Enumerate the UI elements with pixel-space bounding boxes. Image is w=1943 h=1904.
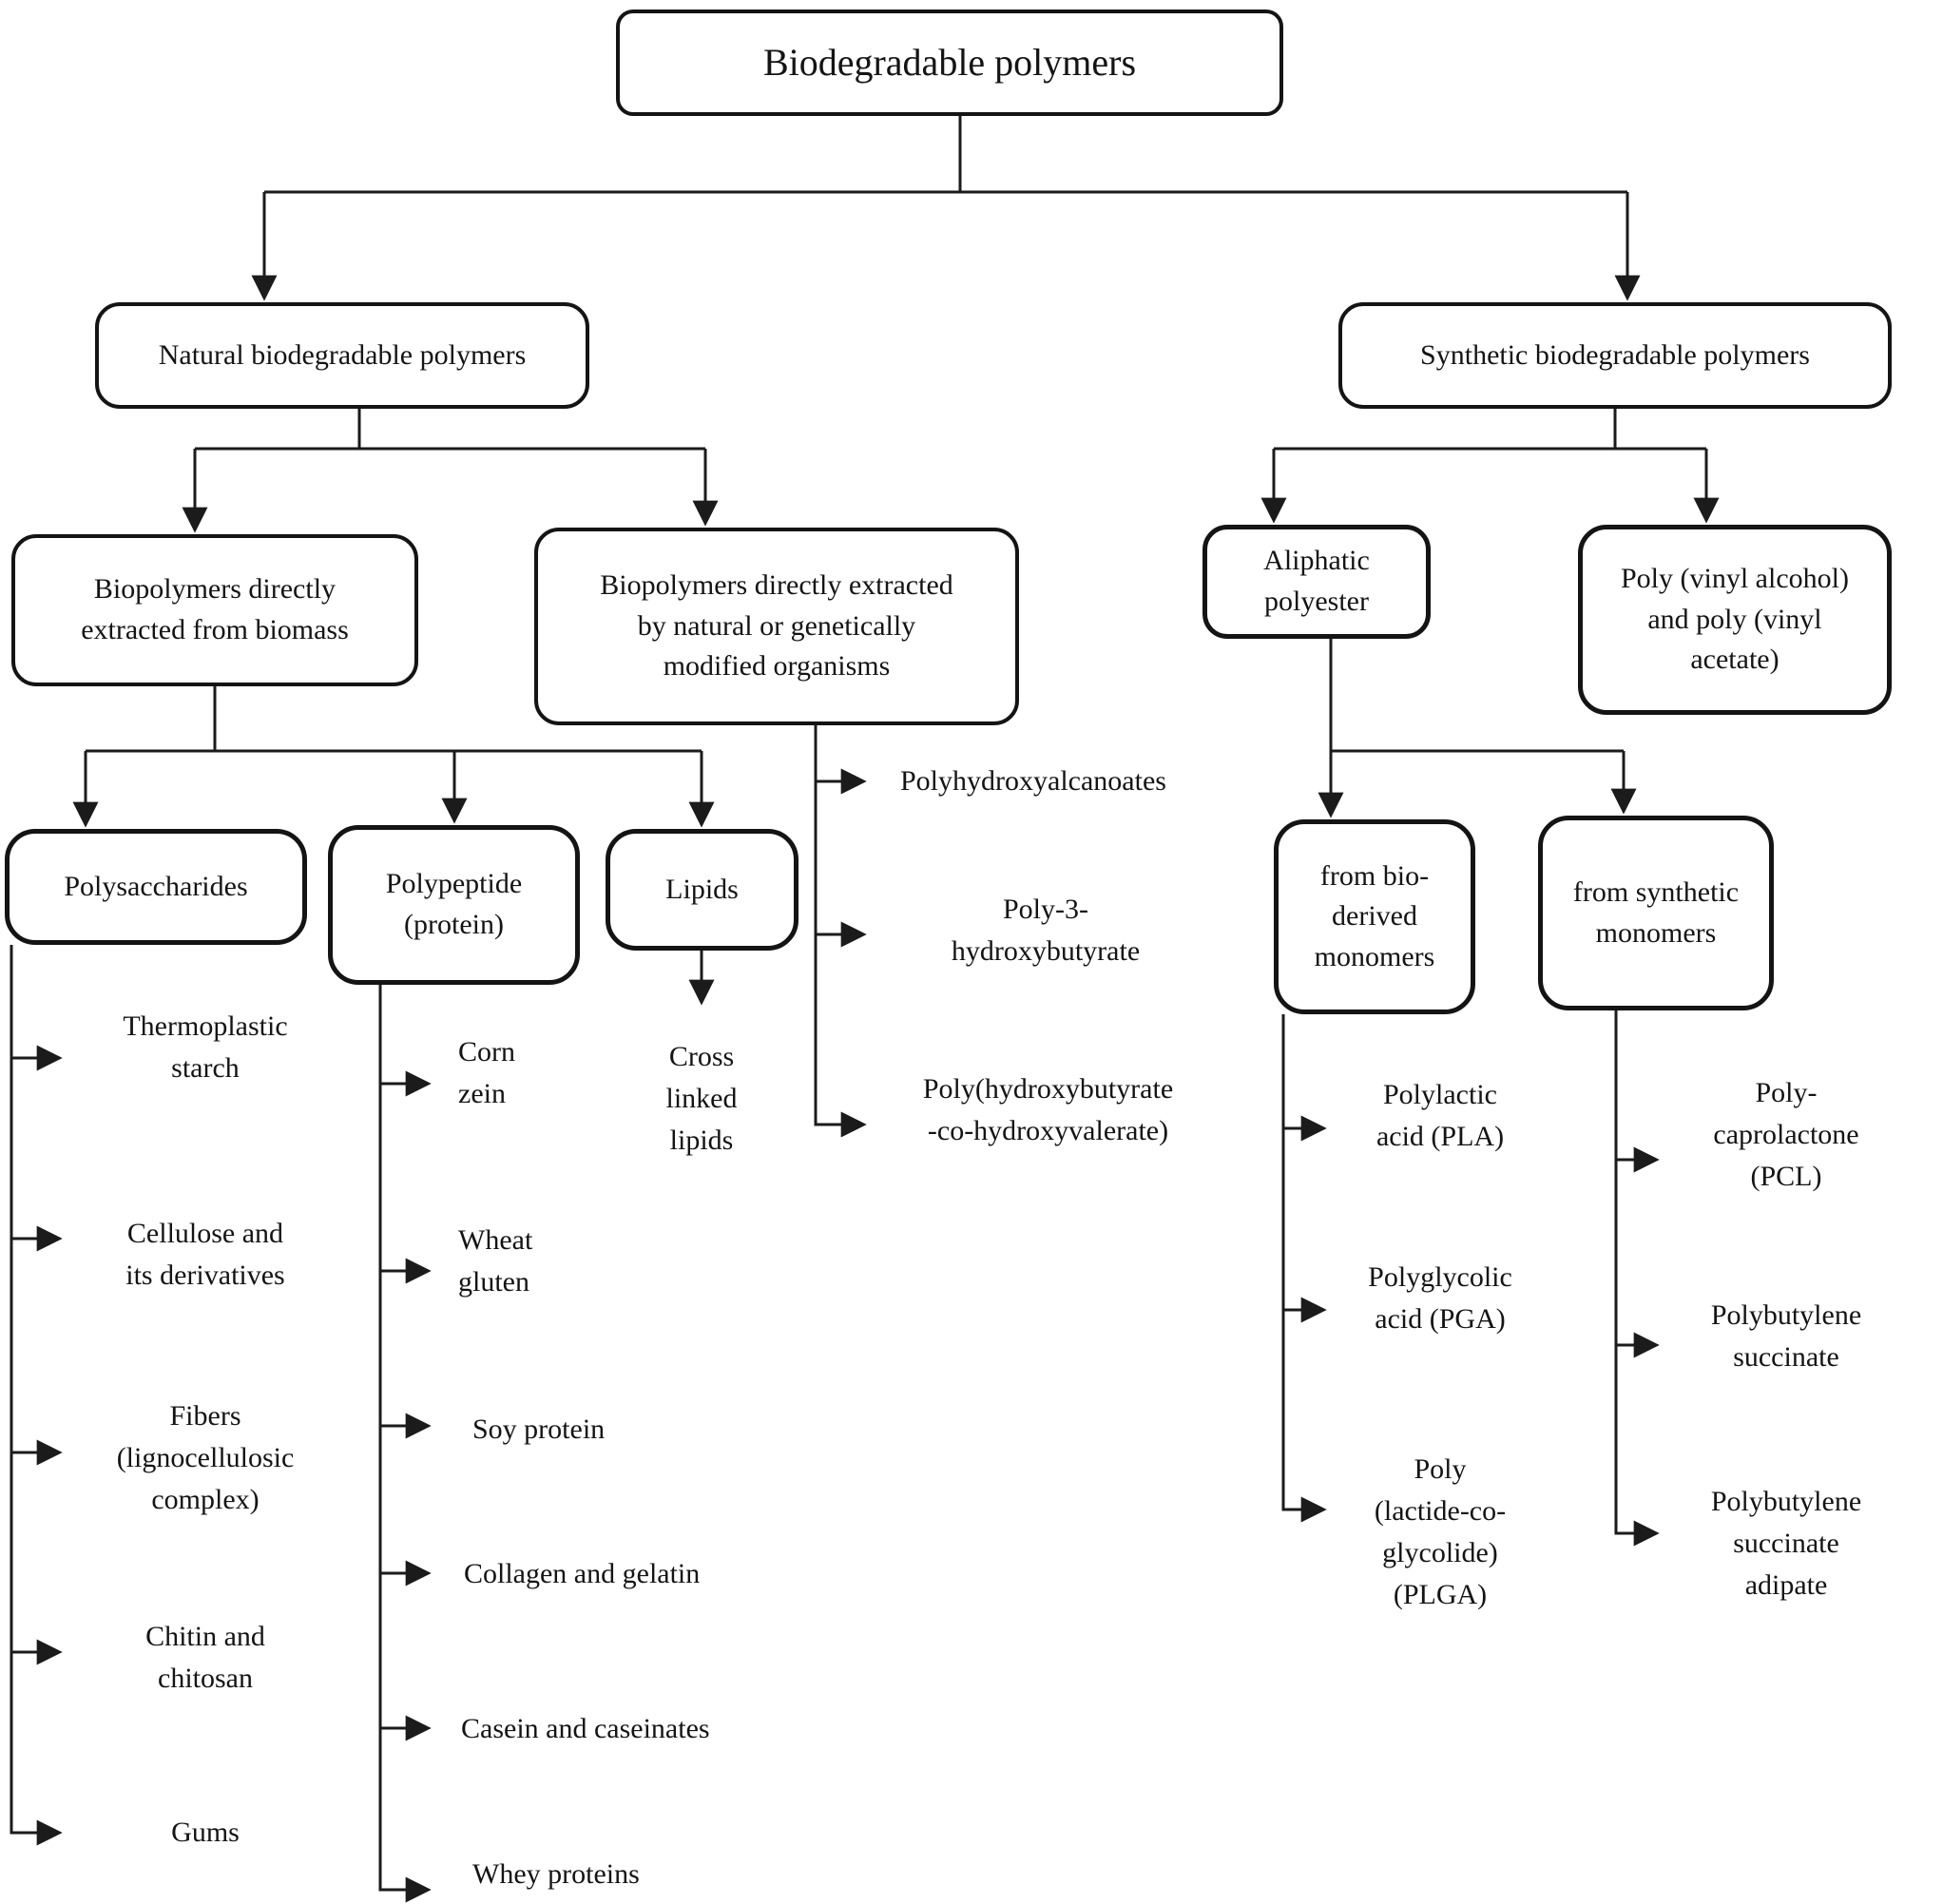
leaf-polybutylene-succinate: Polybutylene succinate — [1710, 1299, 1862, 1373]
node-natural-biodegradable-polymers: Natural biodegradable polymers — [95, 302, 589, 409]
leaf-poly-hydroxybutyrate-co-hydroxyvalerate: Poly(hydroxybutyrate -co-hydroxyvalerate… — [922, 1073, 1174, 1146]
synthetic-split-connector — [1260, 409, 1720, 524]
leaf-polybutylene-succinate-adipate: Polybutylene succinate adipate — [1710, 1486, 1862, 1601]
leaf-wheat-gluten: Wheat gluten — [458, 1224, 533, 1298]
node-polysaccharides: Polysaccharides — [5, 829, 307, 945]
leaf-cellulose-derivatives: Cellulose and its derivatives — [125, 1218, 285, 1291]
leaf-polylactic-acid-pla: Polylactic acid (PLA) — [1375, 1079, 1505, 1152]
synthetic-monomers-children-connector — [1614, 1010, 1660, 1547]
aliphatic-split-connector — [1318, 639, 1637, 818]
leaf-casein-caseinates: Casein and caseinates — [461, 1713, 710, 1744]
leaf-polyglycolic-acid-pga: Polyglycolic acid (PGA) — [1368, 1261, 1512, 1335]
leaf-collagen-gelatin: Collagen and gelatin — [464, 1558, 701, 1589]
natural-split-connector — [182, 409, 719, 533]
leaf-whey-proteins: Whey proteins — [472, 1858, 640, 1890]
node-polypeptide-protein: Polypeptide (protein) — [328, 825, 580, 985]
node-from-synthetic-monomers: from synthetic monomers — [1538, 816, 1774, 1010]
leaf-chitin-chitosan: Chitin and chitosan — [145, 1621, 265, 1694]
leaf-thermoplastic-starch: Thermoplastic starch — [123, 1010, 288, 1084]
polysaccharides-children-connector — [10, 945, 63, 1846]
root-split-connector — [251, 116, 1641, 301]
leaf-corn-zein: Corn zein — [458, 1036, 515, 1109]
leaf-fibers-lignocellulosic: Fibers (lignocellulosic complex) — [116, 1400, 295, 1515]
leaf-polyhydroxyalcanoates: Polyhydroxyalcanoates — [900, 765, 1166, 797]
leaf-soy-protein: Soy protein — [472, 1414, 606, 1445]
organisms-children-connector — [814, 725, 867, 1138]
leaf-poly-3-hydroxybutyrate: Poly-3- hydroxybutyrate — [951, 894, 1141, 967]
node-aliphatic-polyester: Aliphatic polyester — [1202, 525, 1431, 639]
node-lipids: Lipids — [606, 829, 798, 951]
node-biopolymers-extracted-by-organisms: Biopolymers directly extracted by natura… — [534, 528, 1019, 725]
node-biopolymers-extracted-from-biomass: Biopolymers directly extracted from biom… — [11, 534, 418, 686]
bio-derived-children-connector — [1281, 1014, 1327, 1523]
leaf-polycaprolactone-pcl: Poly- caprolactone (PCL) — [1713, 1077, 1859, 1192]
biomass-split-connector — [72, 686, 715, 828]
node-synthetic-biodegradable-polymers: Synthetic biodegradable polymers — [1338, 302, 1892, 409]
polypeptide-children-connector — [378, 985, 432, 1903]
node-from-bio-derived-monomers: from bio- derived monomers — [1274, 819, 1475, 1014]
node-biodegradable-polymers: Biodegradable polymers — [616, 10, 1283, 116]
leaf-poly-lactide-co-glycolide-plga: Poly (lactide-co- glycolide) (PLGA) — [1374, 1453, 1507, 1610]
leaf-gums: Gums — [171, 1817, 240, 1848]
leaf-cross-linked-lipids: Cross linked lipids — [665, 1041, 738, 1156]
node-poly-vinyl-alcohol-acetate: Poly (vinyl alcohol) and poly (vinyl ace… — [1578, 525, 1892, 715]
